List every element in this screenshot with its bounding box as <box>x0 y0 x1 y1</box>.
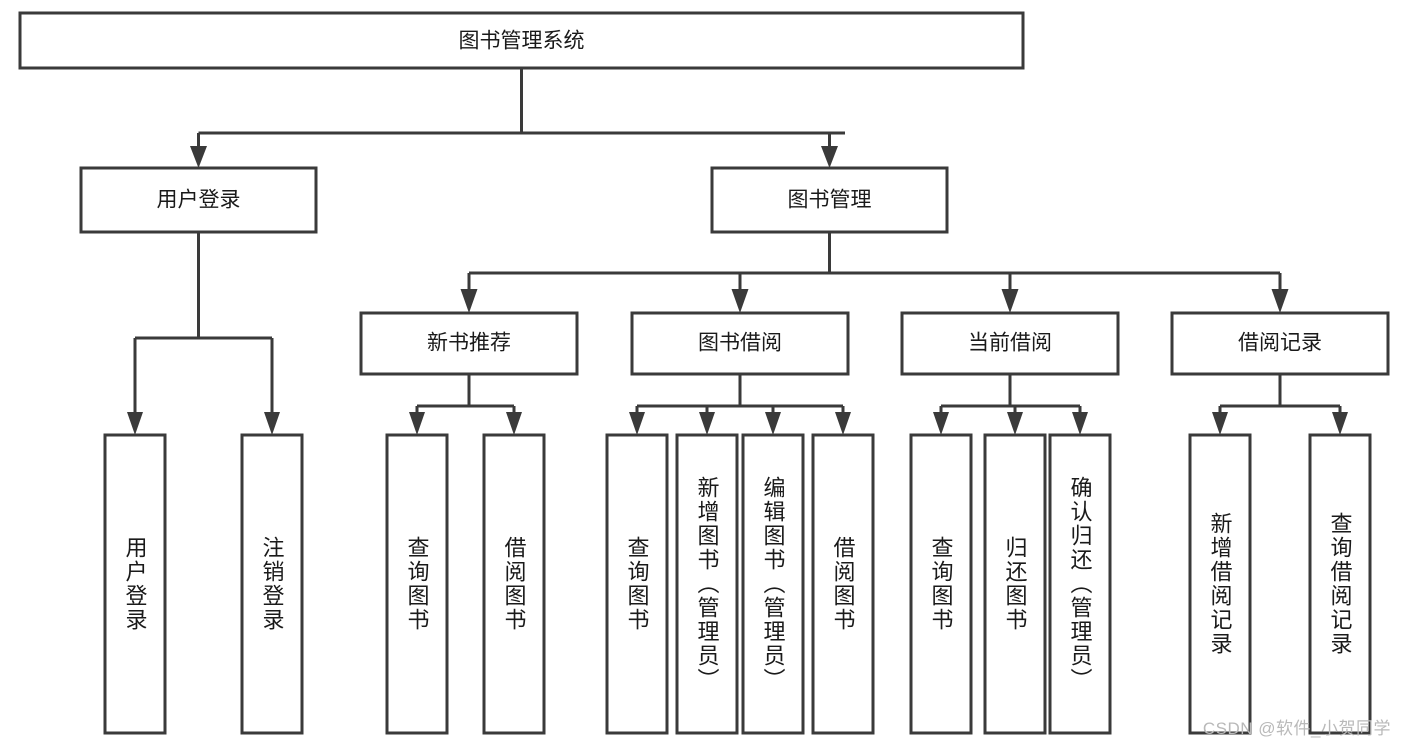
arrow-head-leaf-query-book-3 <box>933 412 949 435</box>
leaf-query-book-1-box[interactable] <box>385 433 449 735</box>
node-book-manage-label: 图书管理 <box>788 189 872 212</box>
connector-group-book-manage <box>460 232 1289 313</box>
arrow-head-leaf-borrow-book-2 <box>835 412 851 435</box>
node-new-book-recommend-box[interactable] <box>359 311 579 376</box>
arrow-head-leaf-user-login <box>127 412 143 435</box>
arrow-head-new-book-recommend <box>460 289 478 313</box>
node-current-borrow-box[interactable] <box>900 311 1120 376</box>
connector-group-book-borrow <box>629 374 851 435</box>
node-borrow-record-label: 借阅记录 <box>1238 332 1322 355</box>
arrow-head-leaf-return-book <box>1007 412 1023 435</box>
node-book-borrow-box[interactable] <box>630 311 850 376</box>
node-user-login[interactable]: 用户登录 <box>79 166 318 234</box>
leaf-logout-box[interactable] <box>240 433 304 735</box>
connector-group-new-book-recommend <box>409 374 522 435</box>
arrow-head-leaf-borrow-book-1 <box>506 412 522 435</box>
arrow-head-leaf-logout <box>264 412 280 435</box>
arrow-head-current-borrow <box>1001 289 1019 313</box>
leaf-confirm-return-box[interactable] <box>1048 433 1112 735</box>
leaf-add-book-box[interactable] <box>675 433 739 735</box>
connector-group-user-login <box>127 232 280 435</box>
arrow-head-leaf-confirm-return <box>1072 412 1088 435</box>
connector-group-borrow-record <box>1212 374 1348 435</box>
arrow-head-book-borrow <box>731 289 749 313</box>
node-root-box[interactable] <box>18 11 1025 70</box>
leaf-node-group <box>103 433 1372 735</box>
leaf-query-book-2-box[interactable] <box>605 433 669 735</box>
leaf-borrow-book-1-box[interactable] <box>482 433 546 735</box>
node-current-borrow[interactable]: 当前借阅 <box>900 311 1120 376</box>
node-current-borrow-label: 当前借阅 <box>968 332 1052 355</box>
node-root[interactable]: 图书管理系统 <box>18 11 1025 70</box>
node-book-manage[interactable]: 图书管理 <box>710 166 949 234</box>
node-user-login-box[interactable] <box>79 166 318 234</box>
connector-group-current-borrow <box>933 374 1088 435</box>
connector-group-root <box>190 68 845 168</box>
node-borrow-record-box[interactable] <box>1170 311 1390 376</box>
leaf-query-record-box[interactable] <box>1308 433 1372 735</box>
arrow-head-borrow-record <box>1271 289 1289 313</box>
node-book-manage-box[interactable] <box>710 166 949 234</box>
node-book-borrow-label: 图书借阅 <box>698 332 782 355</box>
leaf-return-book-box[interactable] <box>983 433 1047 735</box>
node-root-label: 图书管理系统 <box>459 30 585 53</box>
leaf-edit-book-box[interactable] <box>741 433 805 735</box>
leaf-add-record-box[interactable] <box>1188 433 1252 735</box>
csdn-watermark: CSDN @软件_小贺同学 <box>1202 719 1391 738</box>
node-user-login-label: 用户登录 <box>157 189 241 212</box>
node-book-borrow[interactable]: 图书借阅 <box>630 311 850 376</box>
arrow-head-leaf-query-book-1 <box>409 412 425 435</box>
leaf-borrow-book-2-box[interactable] <box>811 433 875 735</box>
node-new-book-recommend-label: 新书推荐 <box>427 332 511 355</box>
arrow-head-leaf-query-record <box>1332 412 1348 435</box>
arrow-head-leaf-query-book-2 <box>629 412 645 435</box>
leaf-user-login-box[interactable] <box>103 433 167 735</box>
arrow-head-leaf-add-record <box>1212 412 1228 435</box>
node-new-book-recommend[interactable]: 新书推荐 <box>359 311 579 376</box>
arrow-head-leaf-edit-book <box>765 412 781 435</box>
arrow-head-user-login <box>190 146 207 168</box>
leaf-query-book-3-box[interactable] <box>909 433 973 735</box>
node-borrow-record[interactable]: 借阅记录 <box>1170 311 1390 376</box>
arrow-head-book-manage <box>821 146 838 168</box>
arrow-head-leaf-add-book <box>699 412 715 435</box>
